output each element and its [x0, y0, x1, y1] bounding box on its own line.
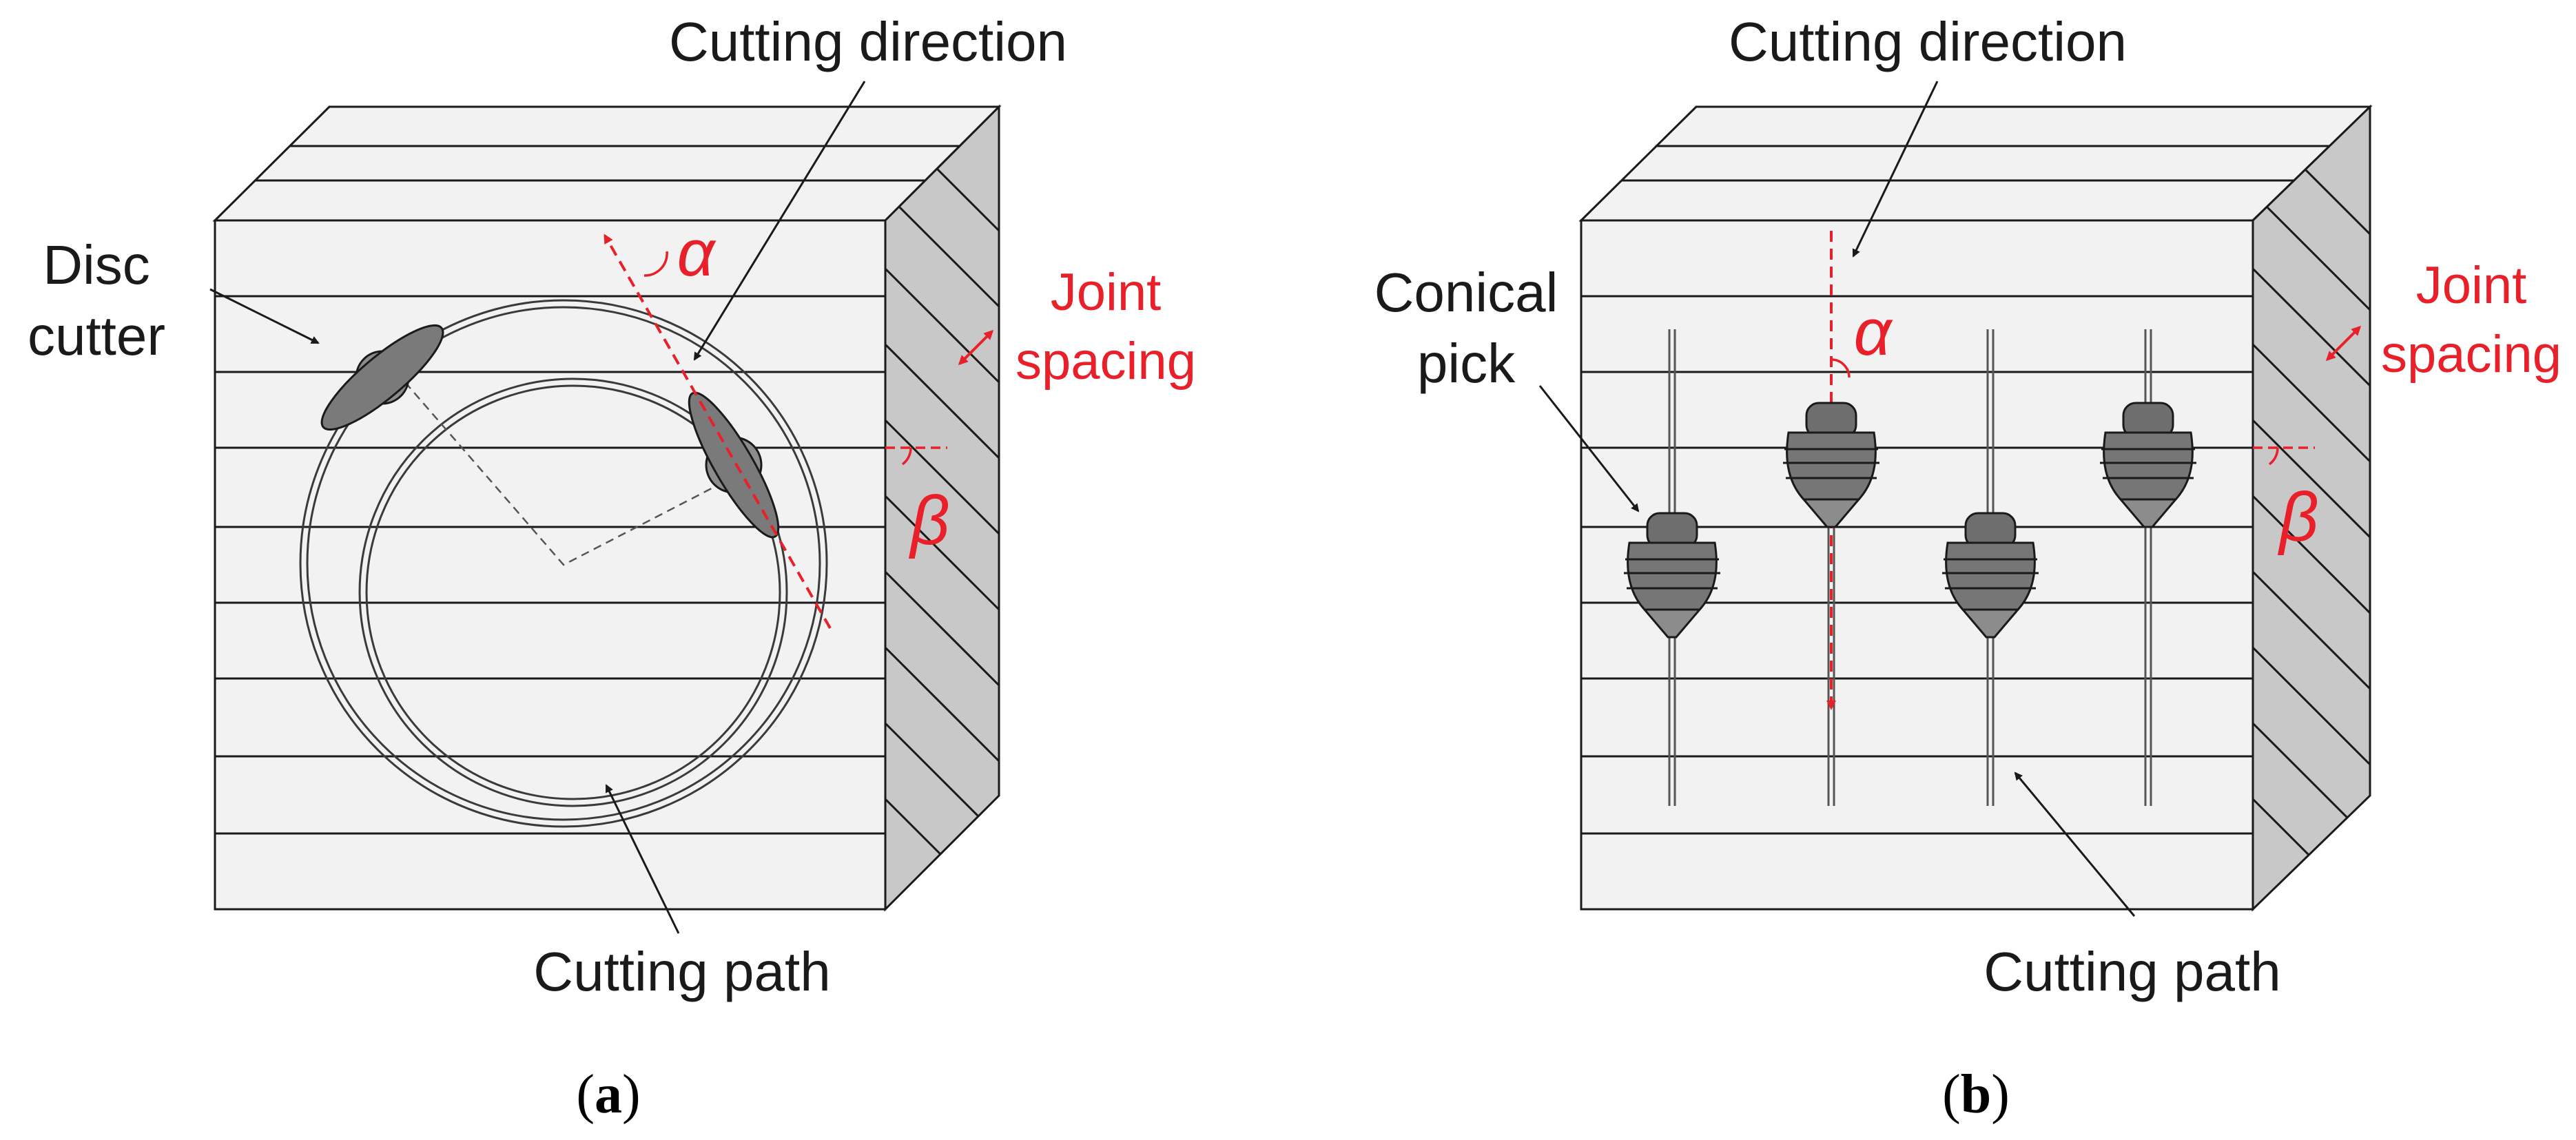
label-cutter: cutter — [28, 305, 165, 366]
conical-pick-3 — [1942, 512, 2039, 639]
label-cutting-path-a: Cutting path — [533, 941, 830, 1002]
leader-cutting-direction-b — [1852, 81, 1939, 258]
alpha-arc-a — [643, 251, 668, 277]
joint-spacing-arrow-b — [2325, 325, 2362, 362]
cutting-direction-line-a — [604, 234, 832, 629]
leader-disc-cutter — [209, 288, 320, 344]
leader-cutting-path-a — [605, 784, 680, 934]
alpha-arc-b — [1831, 358, 1851, 378]
label-joint-b: Joint — [2416, 256, 2527, 315]
panel-a: Cutting direction Disc cutter α β Joint … — [28, 11, 1196, 1125]
block-a-top-face — [212, 105, 1002, 222]
label-spacing-b: spacing — [2381, 325, 2562, 384]
label-joint-a: Joint — [1051, 263, 1162, 322]
label-disc: Disc — [43, 234, 150, 296]
label-beta-a: β — [908, 482, 949, 559]
caption-a: (a) — [576, 1064, 640, 1125]
block-a-front-face — [214, 219, 887, 911]
disc-cutter-left — [320, 324, 444, 431]
beta-arc-a — [901, 447, 912, 466]
panel-b: Cutting direction Conical pick α β Joint… — [1374, 11, 2562, 1125]
label-alpha-a: α — [677, 216, 717, 290]
label-spacing-a: spacing — [1016, 332, 1196, 391]
cutting-path-rings-a — [299, 299, 828, 828]
joint-spacing-arrow-a — [958, 329, 994, 366]
conical-pick-1 — [1624, 512, 1720, 639]
label-conical: Conical — [1374, 262, 1558, 323]
leader-cutting-path-b — [2014, 771, 2136, 917]
leader-conical-pick — [1538, 385, 1640, 512]
label-cutting-direction-b: Cutting direction — [1729, 11, 2127, 72]
caption-b: (b) — [1942, 1064, 2010, 1125]
label-cutting-path-b: Cutting path — [1983, 941, 2280, 1002]
label-cutting-direction-a: Cutting direction — [669, 11, 1067, 72]
label-alpha-b: α — [1854, 296, 1893, 369]
conical-pick-2 — [1783, 402, 1879, 528]
label-pick: pick — [1417, 333, 1516, 394]
block-b-side-hatch — [2253, 116, 2370, 909]
leader-cutting-direction-a — [693, 81, 866, 361]
beta-arc-b — [2268, 447, 2279, 466]
disc-radius-lines — [395, 371, 731, 566]
conical-pick-4 — [2100, 402, 2196, 528]
block-b-top-face — [1578, 105, 2373, 222]
label-beta-b: β — [2277, 479, 2318, 556]
